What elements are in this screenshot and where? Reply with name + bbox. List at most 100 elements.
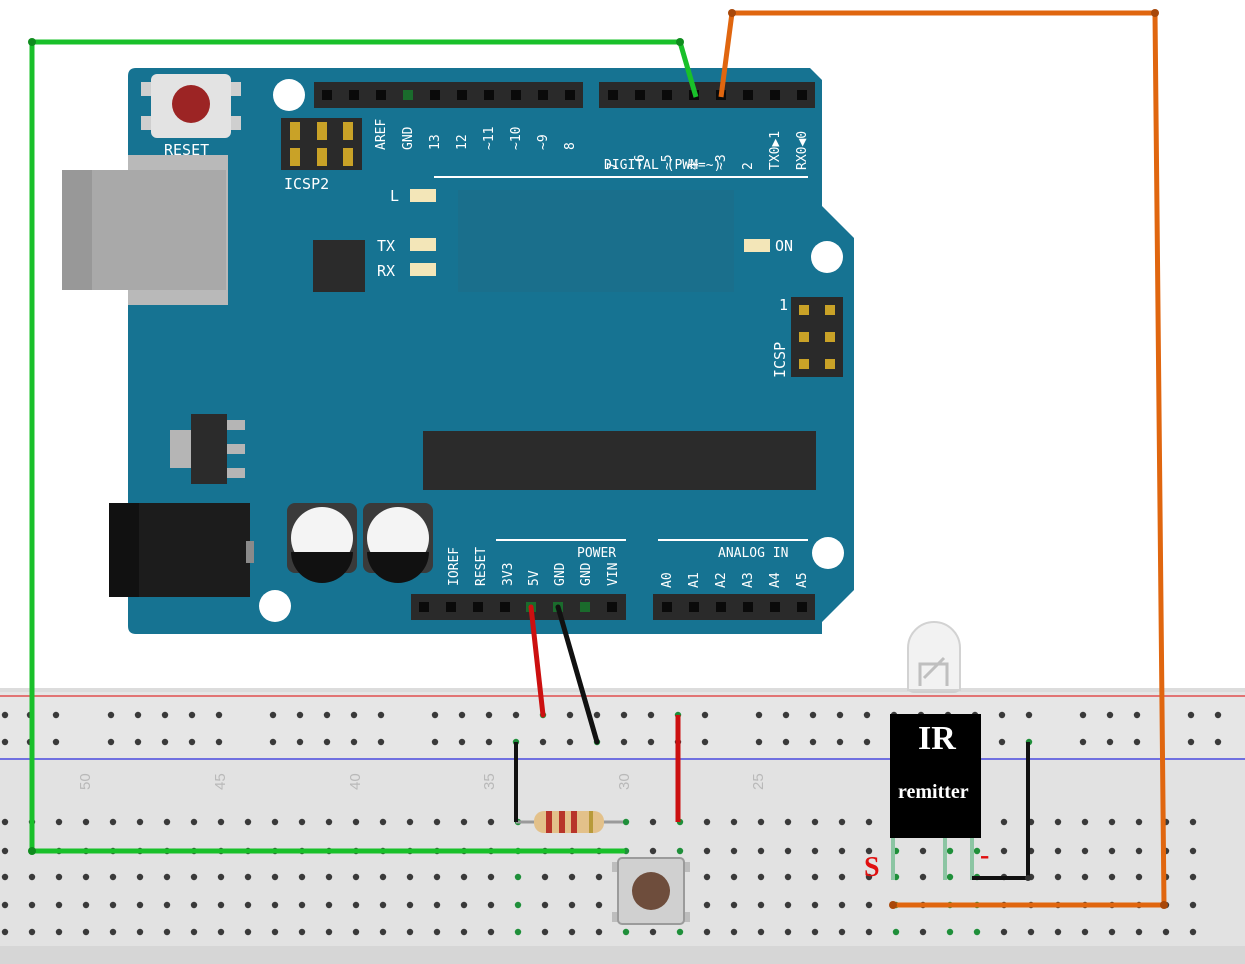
terminal-hole: [163, 818, 171, 826]
icsp2-pin: [343, 122, 353, 140]
terminal-hole: [919, 928, 927, 936]
terminal-hole: [784, 873, 792, 881]
terminal-hole: [82, 873, 90, 881]
terminal-hole: [325, 818, 333, 826]
push-button-leg: [682, 862, 690, 872]
rail-hole: [512, 711, 520, 719]
terminal-hole: [568, 901, 576, 909]
terminal-hole: [838, 873, 846, 881]
rail-hole: [188, 711, 196, 719]
icsp2-pin: [317, 122, 327, 140]
reset-button-cap[interactable]: [172, 85, 210, 123]
digital-pin-label: ~6: [633, 154, 648, 170]
rail-hole: [458, 711, 466, 719]
terminal-hole: [730, 928, 738, 936]
terminal-hole: [1135, 873, 1143, 881]
header-pin: [743, 602, 753, 612]
rail-hole: [107, 711, 115, 719]
column-number-40: 40: [347, 773, 364, 790]
wire-end: [889, 901, 897, 909]
terminal-hole: [541, 901, 549, 909]
terminal-hole: [1189, 901, 1197, 909]
terminal-hole: [271, 818, 279, 826]
terminal-hole: [379, 873, 387, 881]
terminal-hole: [1, 901, 9, 909]
rail-hole: [1106, 738, 1114, 746]
terminal-hole: [946, 928, 954, 936]
push-button-cap[interactable]: [632, 872, 670, 910]
rail-hole: [188, 738, 196, 746]
terminal-hole: [1054, 847, 1062, 855]
terminal-hole: [514, 901, 522, 909]
breadboard-bottom-edge: [0, 946, 1245, 964]
header-pin: [538, 90, 548, 100]
rail-hole: [1187, 711, 1195, 719]
icsp-label: ICSP: [771, 342, 789, 378]
regulator-pin: [227, 468, 245, 478]
terminal-hole: [82, 928, 90, 936]
digital-header-pins: [322, 90, 807, 100]
column-number-35: 35: [481, 773, 498, 790]
terminal-hole: [1054, 928, 1062, 936]
terminal-hole: [406, 901, 414, 909]
terminal-hole: [865, 847, 873, 855]
reset-button[interactable]: [141, 74, 241, 138]
rail-hole: [647, 738, 655, 746]
terminal-hole: [433, 928, 441, 936]
terminal-hole: [190, 818, 198, 826]
terminal-hole: [973, 928, 981, 936]
analog-label: ANALOG IN: [718, 546, 788, 561]
led-l: [410, 189, 436, 202]
terminal-hole: [244, 818, 252, 826]
header-pin: [770, 90, 780, 100]
ir-led-post: [922, 656, 946, 680]
terminal-hole: [811, 873, 819, 881]
header-pin: [565, 90, 575, 100]
terminal-hole: [1189, 928, 1197, 936]
led-on: [744, 239, 770, 252]
rail-hole: [647, 711, 655, 719]
digital-pin-label: 13: [428, 134, 443, 150]
terminal-hole: [28, 928, 36, 936]
digital-header-right: [599, 82, 815, 108]
terminal-hole: [703, 901, 711, 909]
terminal-hole: [487, 818, 495, 826]
terminal-hole: [757, 873, 765, 881]
rail-hole: [566, 738, 574, 746]
terminal-hole: [973, 847, 981, 855]
terminal-hole: [1081, 818, 1089, 826]
header-pin: [511, 90, 521, 100]
digital-pin-label: 8: [563, 142, 578, 150]
header-pin: [662, 90, 672, 100]
terminal-hole: [55, 818, 63, 826]
terminal-hole: [865, 873, 873, 881]
rail-hole: [1133, 711, 1141, 719]
terminal-hole: [379, 928, 387, 936]
led-rx: [410, 263, 436, 276]
terminal-hole: [622, 818, 630, 826]
terminal-hole: [757, 818, 765, 826]
capacitor-1: [287, 503, 357, 583]
terminal-hole: [622, 928, 630, 936]
power-pin-label: GND: [553, 562, 568, 586]
rail-hole: [809, 738, 817, 746]
terminal-hole: [460, 818, 468, 826]
resistor-band: [559, 811, 565, 833]
terminal-hole: [838, 847, 846, 855]
terminal-hole: [487, 901, 495, 909]
push-button[interactable]: [612, 857, 690, 925]
header-pin: [457, 90, 467, 100]
terminal-hole: [1108, 928, 1116, 936]
ir-led-dome: [907, 621, 961, 691]
rail-hole: [269, 738, 277, 746]
terminal-hole: [271, 873, 279, 881]
terminal-hole: [406, 818, 414, 826]
wire-bend: [28, 38, 36, 46]
header-pin: [716, 602, 726, 612]
ir-led: [907, 621, 961, 693]
terminal-hole: [1081, 873, 1089, 881]
digital-pin-label: ~11: [482, 127, 497, 150]
power-pin-label: GND: [579, 562, 594, 586]
rail-hole: [755, 711, 763, 719]
